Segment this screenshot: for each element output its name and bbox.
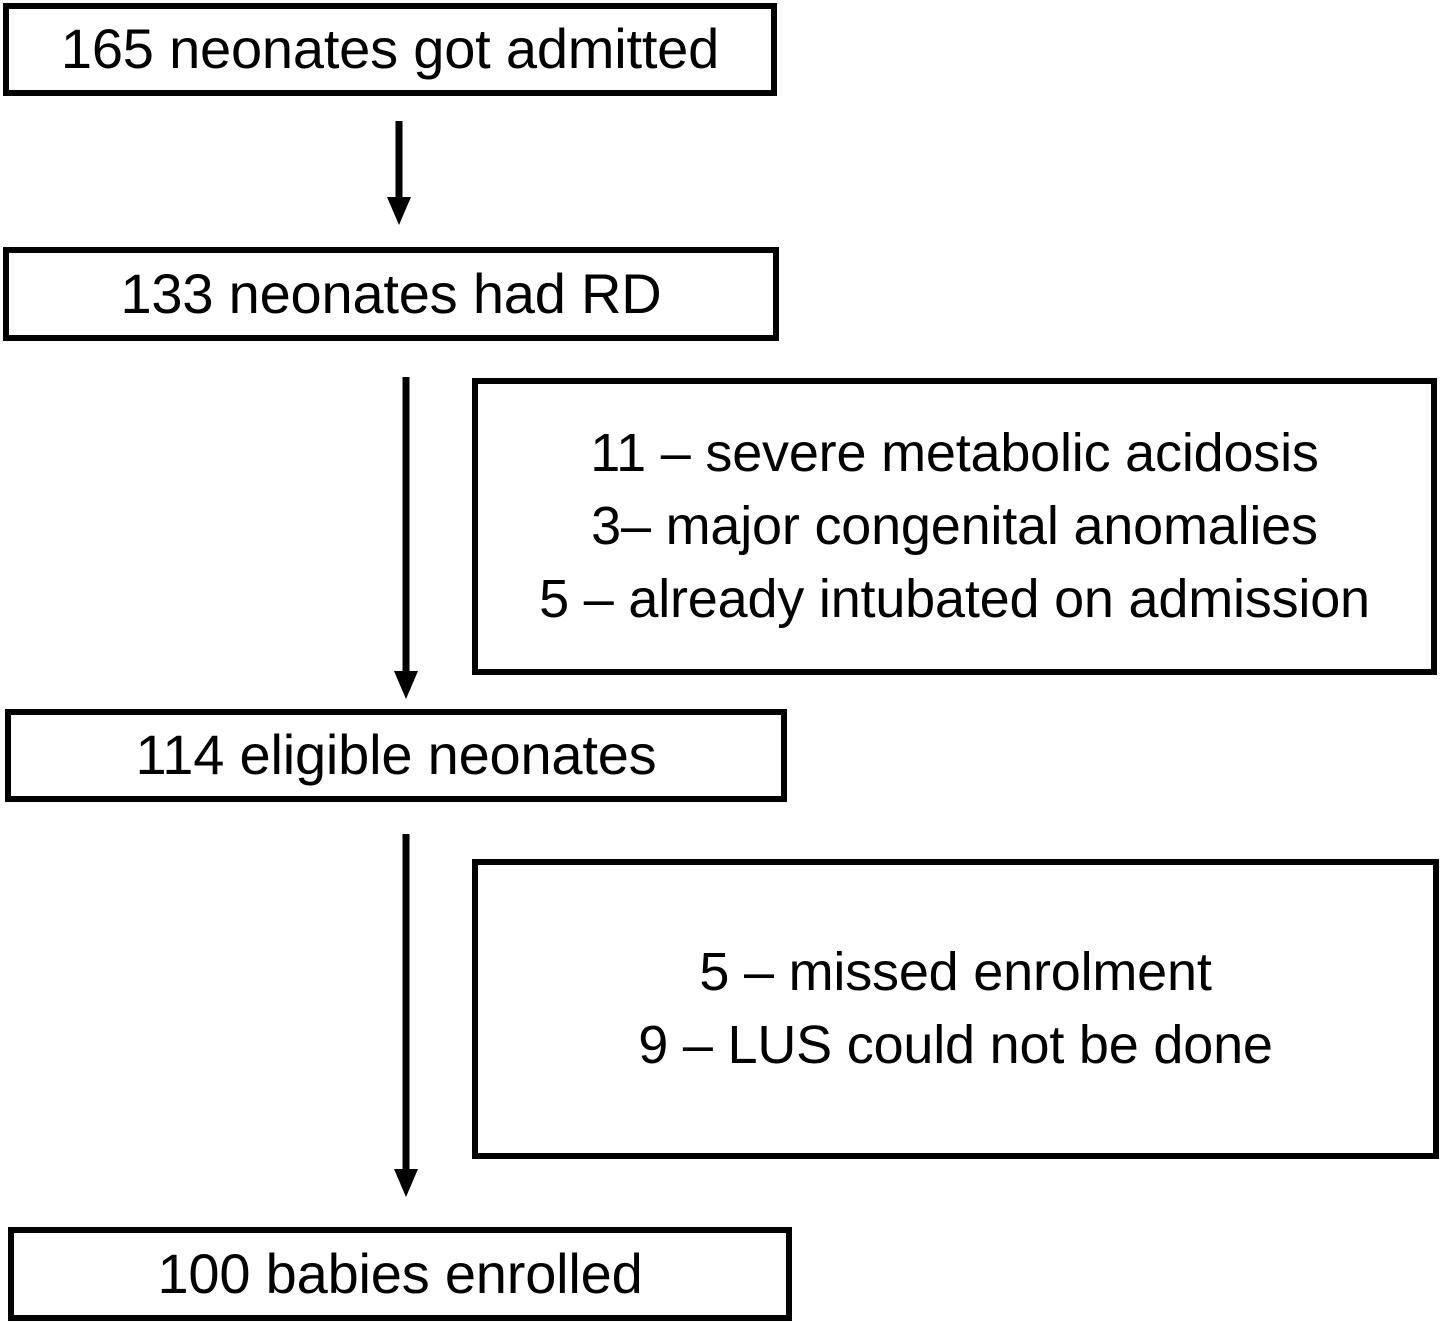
node-label-admitted: 165 neonates got admitted bbox=[60, 17, 720, 81]
exclusion-box-2: 5 – missed enrolment 9 – LUS could not b… bbox=[472, 859, 1439, 1159]
node-label-rd: 133 neonates had RD bbox=[120, 261, 662, 325]
node-label-eligible: 114 eligible neonates bbox=[135, 723, 657, 787]
arrow-eligible-to-enrolled bbox=[394, 834, 418, 1197]
arrow-rd-to-eligible bbox=[394, 377, 418, 699]
node-box-eligible: 114 eligible neonates bbox=[5, 709, 787, 802]
node-label-enrolled: 100 babies enrolled bbox=[157, 1241, 643, 1305]
node-box-rd: 133 neonates had RD bbox=[3, 247, 779, 341]
node-box-enrolled: 100 babies enrolled bbox=[8, 1227, 792, 1321]
exclusion-1-line-2: 3– major congenital anomalies bbox=[591, 496, 1318, 557]
exclusion-2-line-2: 9 – LUS could not be done bbox=[638, 1015, 1273, 1075]
arrow-admitted-to-rd bbox=[387, 121, 411, 225]
exclusion-box-1: 11 – severe metabolic acidosis 3– major … bbox=[472, 378, 1437, 675]
exclusion-2-line-1: 5 – missed enrolment bbox=[699, 942, 1212, 1003]
node-box-admitted: 165 neonates got admitted bbox=[3, 3, 777, 96]
exclusion-1-line-1: 11 – severe metabolic acidosis bbox=[590, 423, 1319, 484]
exclusion-1-line-3: 5 – already intubated on admission bbox=[539, 568, 1370, 629]
